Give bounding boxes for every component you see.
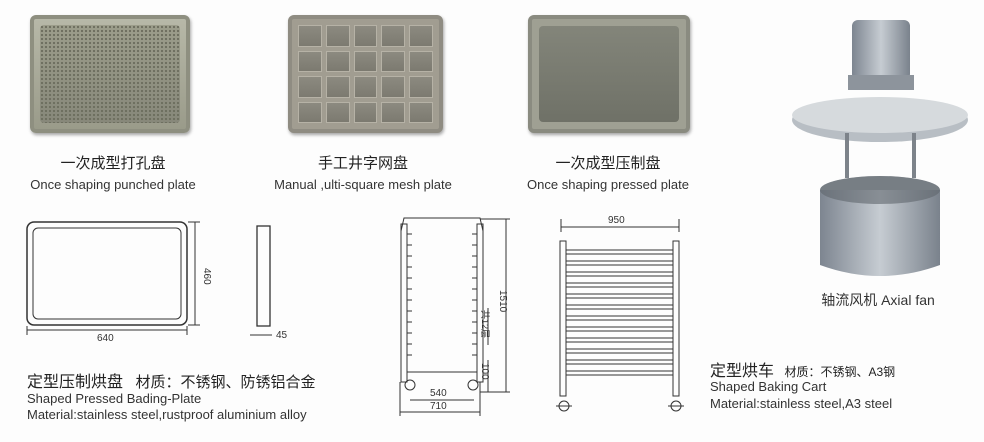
shelf-rail bbox=[565, 293, 674, 299]
cart-material-cn: 材质：不锈钢、A3钢 bbox=[784, 365, 896, 379]
shelf-rail bbox=[565, 315, 674, 321]
plate-material-en: Material:stainless steel,rustproof alumi… bbox=[27, 407, 307, 422]
plate-title-en: Shaped Pressed Bading-Plate bbox=[27, 391, 202, 406]
plate-material-cn: 材质：不锈钢、防锈铝合金 bbox=[135, 374, 316, 391]
cart-material-en: Material:stainless steel,A3 steel bbox=[710, 396, 893, 411]
plate-height-dim: 460 bbox=[201, 268, 212, 285]
shelf-rail bbox=[565, 337, 674, 343]
cart-drawing: 1510 共12层 100 540 710 950 bbox=[399, 215, 684, 416]
mesh-plate-photo bbox=[288, 15, 443, 133]
shelf-rail bbox=[565, 370, 674, 376]
cart-layers-dim: 共12层 bbox=[480, 310, 490, 338]
shelf-rail bbox=[565, 260, 674, 266]
shelf-rail bbox=[565, 282, 674, 288]
pressed-plate-en: Once shaping pressed plate bbox=[527, 177, 689, 192]
plate-thickness-dim: 45 bbox=[276, 330, 288, 341]
shelf-rail bbox=[565, 348, 674, 354]
punched-plate-en: Once shaping punched plate bbox=[30, 177, 196, 192]
mesh-plate-cn: 手工井字网盘 bbox=[317, 155, 408, 172]
cart-depth-dim: 950 bbox=[608, 215, 625, 226]
punched-plate-photo bbox=[30, 15, 190, 133]
shelf-rail bbox=[565, 271, 674, 277]
punched-plate-cn: 一次成型打孔盘 bbox=[60, 155, 166, 172]
shelf-rail bbox=[565, 326, 674, 332]
plate-title-row: 定型压制烘盘 材质：不锈钢、防锈铝合金 bbox=[27, 368, 315, 392]
plate-width-dim: 640 bbox=[97, 333, 114, 344]
plate-title-cn: 定型压制烘盘 bbox=[27, 374, 124, 391]
plate-drawing: 460 640 45 bbox=[26, 221, 288, 344]
axial-fan-caption: 轴流风机 Axial fan bbox=[821, 292, 935, 308]
cart-height-dim: 1510 bbox=[497, 290, 508, 313]
cart-wheel-dim: 100 bbox=[479, 363, 490, 380]
axial-fan-photo bbox=[792, 20, 968, 276]
pressed-plate-photo bbox=[528, 15, 690, 133]
cart-title-row: 定型烘车 材质：不锈钢、A3钢 bbox=[710, 357, 895, 381]
shelf-rail bbox=[565, 304, 674, 310]
shelf-rail bbox=[565, 249, 674, 255]
shelf-rail bbox=[565, 359, 674, 365]
cart-outer-dim: 710 bbox=[430, 401, 447, 412]
cart-inner-dim: 540 bbox=[430, 388, 447, 399]
cart-title-cn: 定型烘车 bbox=[710, 363, 775, 380]
cart-title-en: Shaped Baking Cart bbox=[710, 379, 827, 394]
pressed-plate-cn: 一次成型压制盘 bbox=[555, 155, 661, 172]
mesh-plate-en: Manual ,ulti-square mesh plate bbox=[274, 177, 452, 192]
